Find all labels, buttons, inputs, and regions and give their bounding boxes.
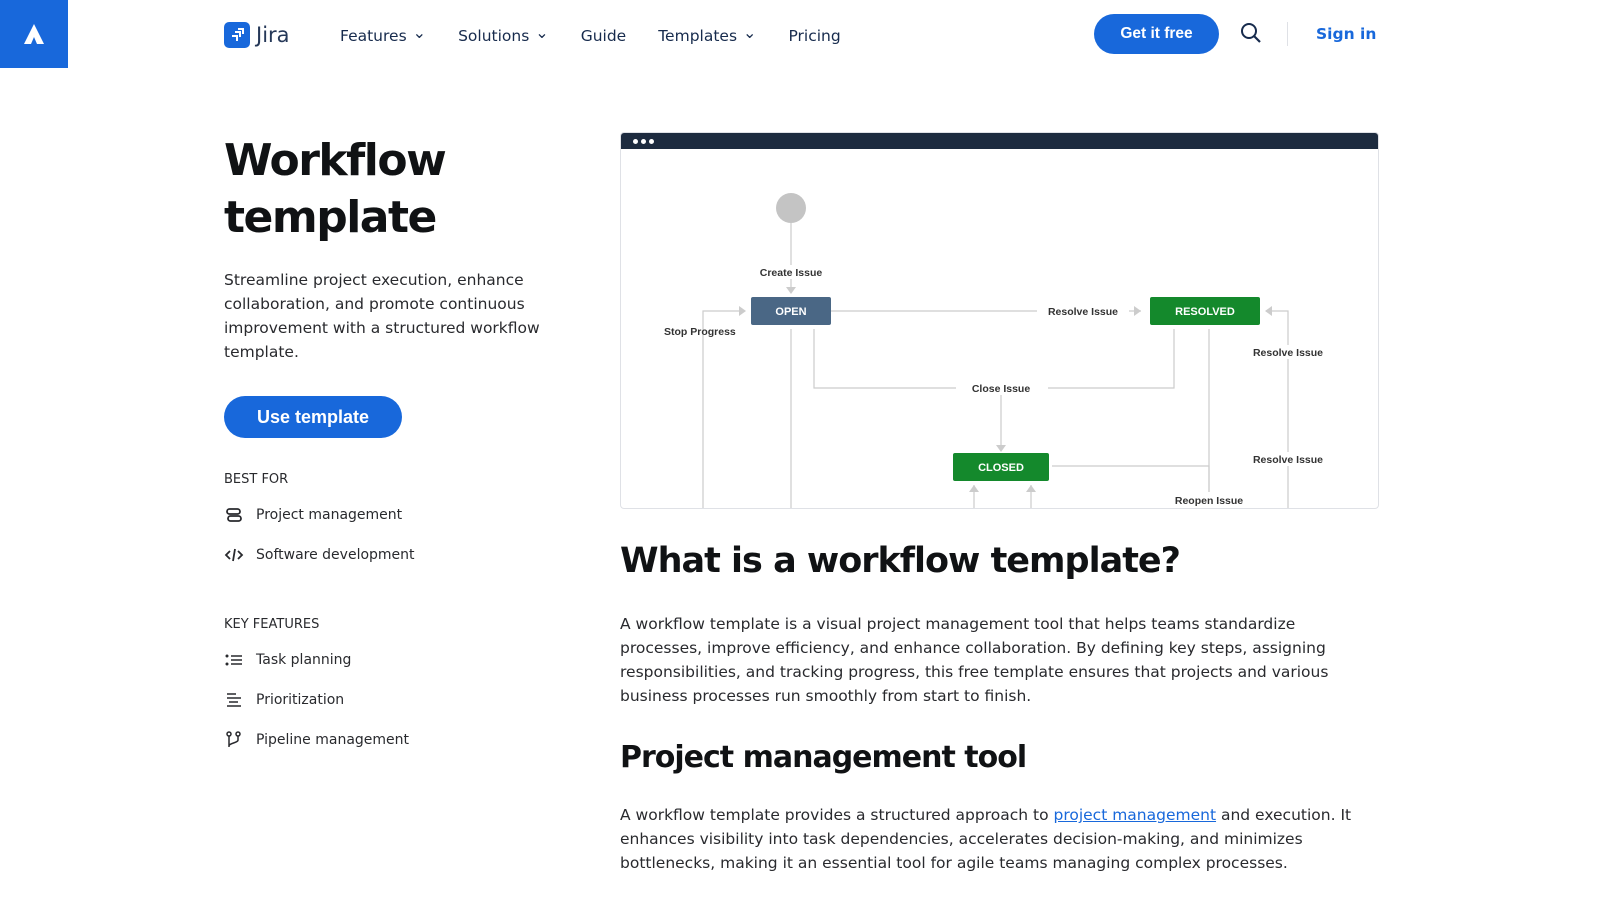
feature-pipeline-management: Pipeline management (224, 730, 409, 750)
nav-item-pricing[interactable]: Pricing (788, 27, 841, 45)
transition-resolve-issue: Resolve Issue (1048, 306, 1118, 318)
nav-item-templates[interactable]: Templates⌄ (658, 22, 757, 46)
section-paragraph-pm-tool: A workflow template provides a structure… (620, 806, 1352, 872)
project-management-link[interactable]: project management (1053, 806, 1217, 824)
section-heading-pm-tool: Project management tool (620, 740, 1027, 775)
key-features-heading: KEY FEATURES (224, 617, 320, 632)
chevron-down-icon: ⌄ (535, 22, 549, 42)
section-heading-what-is: What is a workflow template? (620, 541, 1181, 581)
transition-resolve-issue-2: Resolve Issue (1253, 347, 1323, 359)
get-it-free-button[interactable]: Get it free (1094, 14, 1219, 54)
template-description: Streamline project execution, enhance co… (224, 271, 540, 361)
jira-icon (224, 22, 250, 48)
transition-close-issue: Close Issue (972, 383, 1031, 395)
section-paragraph-what-is: A workflow template is a visual project … (620, 615, 1329, 705)
jira-logo[interactable]: Jira (224, 22, 290, 48)
page-title: Workflow template (224, 135, 447, 243)
state-open-label: OPEN (775, 306, 806, 318)
state-closed-label: CLOSED (978, 462, 1024, 474)
start-node (776, 193, 806, 223)
best-for-heading: BEST FOR (224, 472, 289, 487)
nav-item-solutions[interactable]: Solutions⌄ (458, 22, 549, 46)
priority-icon (227, 693, 241, 707)
nav-item-features[interactable]: Features⌄ (340, 22, 427, 46)
atlassian-icon (24, 24, 44, 44)
brand-name: Jira (256, 23, 290, 47)
state-resolved-label: RESOLVED (1175, 306, 1235, 318)
chevron-down-icon: ⌄ (412, 22, 427, 42)
feature-prioritization: Prioritization (224, 690, 344, 710)
pipeline-icon (226, 731, 241, 747)
search-icon[interactable] (1240, 22, 1262, 48)
best-for-software-development: Software development (224, 545, 415, 565)
header-divider (1287, 22, 1288, 46)
transition-stop-progress: Stop Progress (664, 326, 736, 338)
chevron-down-icon: ⌄ (743, 22, 757, 42)
sign-in-link[interactable]: Sign in (1316, 25, 1377, 43)
code-icon (224, 548, 244, 562)
diagram-window-bar (621, 133, 1378, 149)
workflow-graph: OPEN RESOLVED CLOSED Create Issue Resolv… (664, 193, 1330, 508)
nav-item-guide[interactable]: Guide (580, 27, 627, 45)
list-icon (225, 654, 242, 666)
best-for-project-management: Project management (224, 505, 402, 525)
transition-resolve-issue-3: Resolve Issue (1253, 454, 1323, 466)
main-nav: Features⌄ Solutions⌄ Guide Templates⌄ Pricin… (340, 22, 841, 46)
transition-reopen-issue: Reopen Issue (1175, 495, 1243, 507)
workflow-diagram: OPEN RESOLVED CLOSED Create Issue Resolv… (620, 132, 1379, 509)
transition-create-issue: Create Issue (760, 267, 823, 279)
state-closed[interactable] (953, 453, 1049, 481)
state-open[interactable] (751, 297, 831, 325)
project-icon (226, 508, 242, 522)
use-template-button[interactable]: Use template (224, 396, 402, 438)
atlassian-logo[interactable] (0, 0, 68, 68)
state-resolved[interactable] (1150, 297, 1260, 325)
feature-task-planning: Task planning (224, 650, 351, 670)
